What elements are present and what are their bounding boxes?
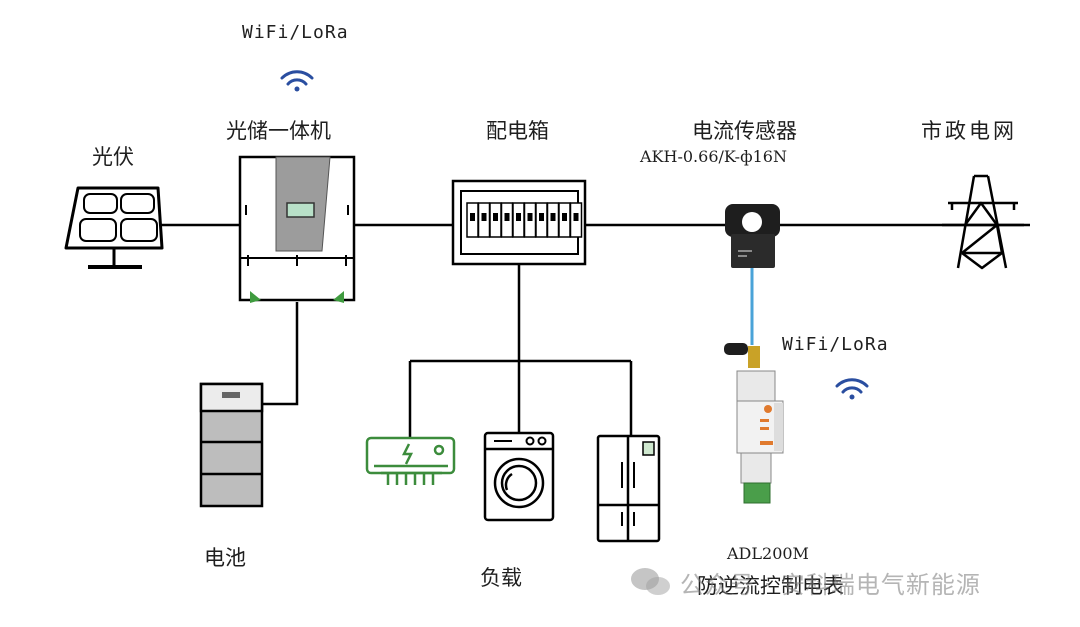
wire-inverter-battery	[262, 302, 299, 406]
hybrid-inverter-icon	[238, 155, 356, 303]
distribution-box-label: 配电箱	[486, 119, 549, 143]
battery-label: 电池	[204, 546, 246, 570]
battery-cabinet-icon	[199, 382, 264, 508]
solar-panel-icon	[64, 186, 164, 269]
wifi-label-meter: WiFi/LoRa	[782, 334, 889, 355]
refrigerator-icon	[596, 434, 661, 543]
breaker-toggle	[493, 213, 498, 221]
watermark-text: 公众号 · 安科瑞电气新能源	[680, 571, 981, 599]
breaker-toggle	[539, 213, 544, 221]
breaker-toggle	[470, 213, 475, 221]
meter-model-label: ADL200M	[727, 544, 809, 563]
breaker-toggle	[516, 213, 521, 221]
transmission-tower-icon	[942, 174, 1024, 270]
grid-label: 市政电网	[921, 119, 1017, 143]
air-conditioner-icon	[365, 436, 456, 485]
sensor-title-label: 电流传感器	[692, 119, 797, 143]
breaker-panel-icon	[451, 179, 587, 266]
load-label: 负载	[480, 566, 522, 590]
meter-name-label: 防逆流控制电表	[697, 574, 844, 598]
wifi-label-top: WiFi/LoRa	[242, 22, 349, 43]
wechat-logo-icon	[631, 568, 670, 595]
breaker-toggle	[573, 213, 579, 221]
split-core-current-transformer-icon	[725, 204, 780, 268]
wifi-icon	[835, 378, 869, 400]
breaker-row	[466, 202, 583, 238]
wifi-icon	[280, 70, 314, 92]
breaker-toggle	[562, 213, 567, 221]
inverter-label: 光储一体机	[226, 119, 331, 143]
breaker-toggle	[550, 213, 556, 221]
breaker-toggle	[527, 213, 533, 221]
din-rail-meter-icon	[724, 343, 784, 504]
breaker-toggle	[481, 213, 487, 221]
breaker-toggle	[504, 213, 510, 221]
washing-machine-icon	[483, 431, 555, 522]
pv-label: 光伏	[92, 145, 134, 169]
sensor-model-label: AKH-0.66/K-ф16N	[640, 147, 787, 166]
